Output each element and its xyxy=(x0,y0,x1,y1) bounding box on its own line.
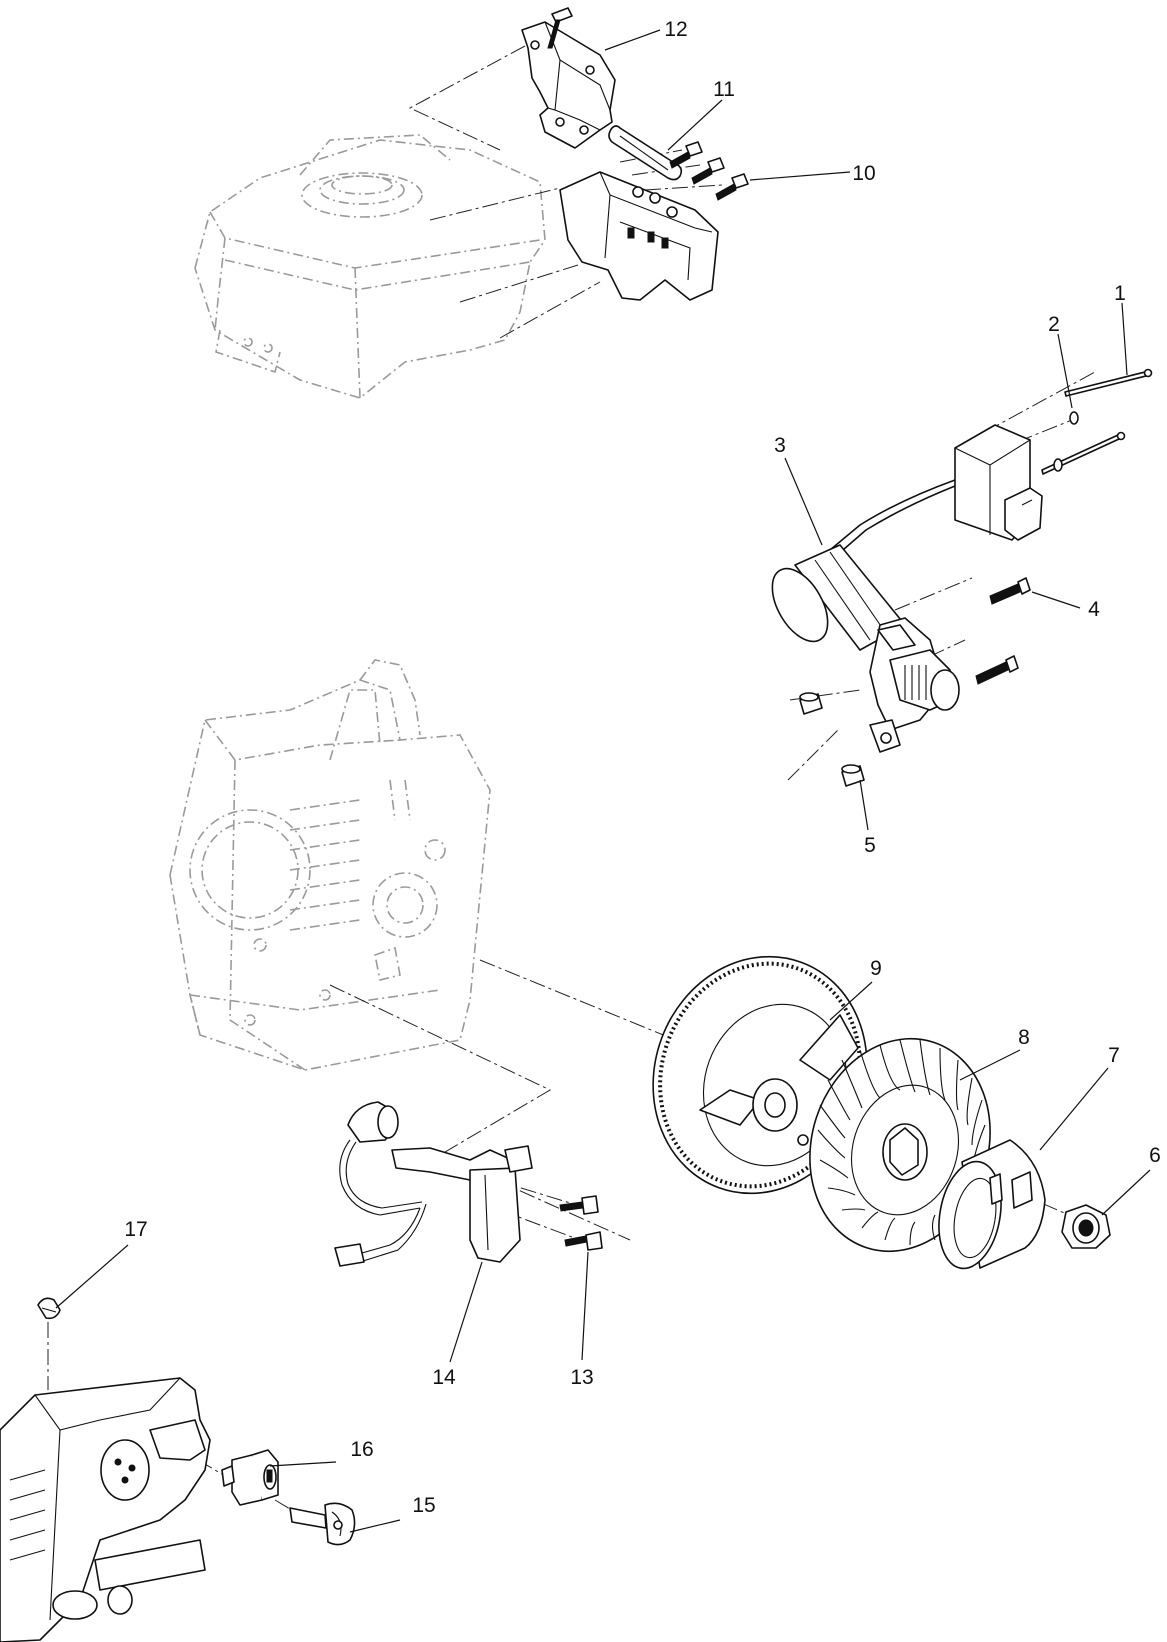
solenoid xyxy=(829,424,1043,557)
ignition-key xyxy=(289,1502,356,1546)
dowel-bushings xyxy=(799,692,865,787)
screws xyxy=(669,141,749,201)
callout-1: 1 xyxy=(1114,282,1126,305)
throttle-link xyxy=(608,125,683,181)
coil-bolts xyxy=(559,1195,603,1251)
callout-13: 13 xyxy=(570,1366,593,1389)
engine-shroud xyxy=(0,1377,211,1642)
callout-14: 14 xyxy=(432,1366,456,1389)
callout-7: 7 xyxy=(1108,1044,1120,1067)
callout-15: 15 xyxy=(412,1494,435,1517)
callout-4: 4 xyxy=(1088,598,1100,621)
starter-motor xyxy=(771,544,960,753)
bracket xyxy=(521,7,616,149)
fuel-tank-ghost xyxy=(194,134,546,399)
starter-cup xyxy=(938,1139,1046,1270)
callout-16: 16 xyxy=(350,1438,373,1461)
callout-2: 2 xyxy=(1048,313,1060,336)
callout-11: 11 xyxy=(713,78,735,101)
mounting-bolts xyxy=(1041,368,1153,475)
callout-12: 12 xyxy=(664,18,687,41)
callout-labels: 1 2 3 4 5 6 7 8 9 10 11 12 13 14 15 16 1… xyxy=(124,18,1161,1517)
callout-3: 3 xyxy=(774,434,786,457)
callout-17: 17 xyxy=(124,1218,147,1241)
flange-bolts xyxy=(975,577,1031,685)
flange-nut xyxy=(1061,1204,1111,1249)
callout-5: 5 xyxy=(864,834,876,857)
ignition-coil xyxy=(334,1101,533,1267)
crankcase-ghost xyxy=(169,659,491,1071)
clip xyxy=(37,1297,61,1320)
callout-10: 10 xyxy=(852,162,875,185)
callout-8: 8 xyxy=(1018,1026,1030,1049)
control-panel xyxy=(559,171,719,301)
key-switch xyxy=(221,1449,279,1506)
leader-lines xyxy=(55,29,1151,1533)
callout-6: 6 xyxy=(1149,1144,1161,1167)
callout-9: 9 xyxy=(870,957,882,980)
